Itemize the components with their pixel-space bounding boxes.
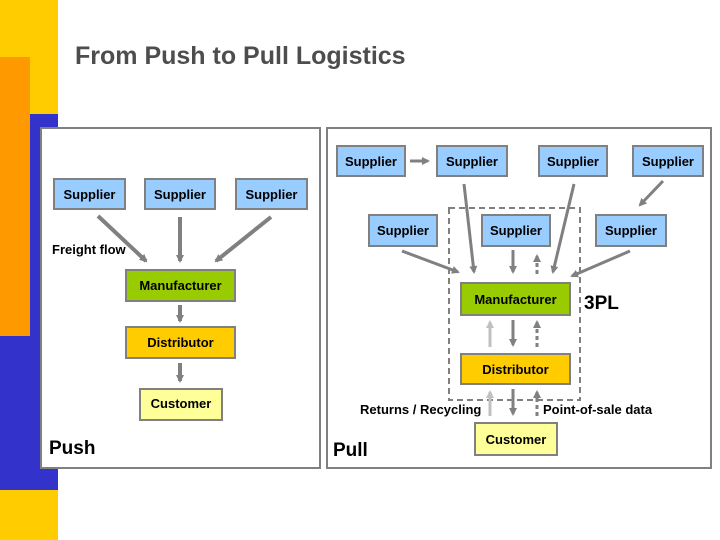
push-arrow-s3-mfr: [214, 215, 273, 263]
push-supplier-3: Supplier: [235, 178, 308, 210]
pull-supplier-mid-1: Supplier: [368, 214, 438, 247]
deco-yellow-bottom: [0, 490, 58, 540]
pull-supplier-top-3: Supplier: [538, 145, 608, 177]
push-customer: Customer: [139, 388, 223, 421]
pull-supplier-mid-2: Supplier: [481, 214, 551, 247]
pull-manufacturer: Manufacturer: [460, 282, 571, 316]
returns-recycling-label: Returns / Recycling: [360, 402, 482, 417]
push-distributor: Distributor: [125, 326, 236, 359]
freight-flow-label: Freight flow: [52, 242, 126, 257]
pull-arrow-s5-mfr: [401, 249, 460, 274]
pull-arrow-s7-mfr: [570, 249, 631, 278]
tpl-label: 3PL: [584, 293, 619, 314]
deco-blue-lower: [0, 336, 30, 490]
push-supplier-1: Supplier: [53, 178, 126, 210]
pull-supplier-top-4: Supplier: [632, 145, 704, 177]
pull-arrow-s3-mfr: [550, 183, 576, 274]
deco-orange: [0, 57, 30, 336]
pull-distributor: Distributor: [460, 353, 571, 385]
pull-arrow-s4-s7: [638, 179, 665, 207]
push-manufacturer: Manufacturer: [125, 269, 236, 302]
tpl-dashed-box: [448, 207, 581, 401]
push-label: Push: [49, 438, 96, 459]
pull-supplier-mid-3: Supplier: [595, 214, 667, 247]
point-of-sale-label: Point-of-sale data: [543, 402, 653, 417]
slide-title: From Push to Pull Logistics: [75, 42, 406, 70]
push-supplier-2: Supplier: [144, 178, 216, 210]
pull-label: Pull: [333, 440, 368, 461]
pull-supplier-top-1: Supplier: [336, 145, 406, 177]
pull-supplier-top-2: Supplier: [436, 145, 508, 177]
pull-arrow-s2-mfr: [462, 183, 478, 274]
pull-customer: Customer: [474, 422, 558, 456]
push-arrow-s1-mfr: [96, 214, 148, 263]
